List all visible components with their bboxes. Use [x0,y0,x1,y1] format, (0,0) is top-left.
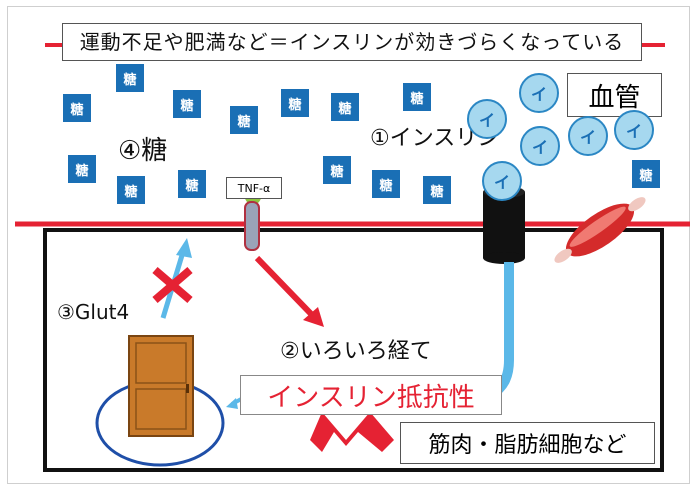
sugar-block: 糖 [173,90,201,118]
title-banner: 運動不足や肥満など＝インスリンが効きづらくなっている [62,23,642,61]
resistance-zigzag [310,412,394,452]
insulin-molecule: イ [520,126,560,166]
tnf-arrow [254,255,318,321]
cell-label: 筋肉・脂肪細胞など [400,422,655,464]
tnf-label: TNF-α [226,177,282,199]
insulin-molecule: イ [519,73,559,113]
sugar-block: 糖 [331,93,359,121]
sugar-block: 糖 [116,64,144,92]
insulin-receptor-base [483,252,525,264]
sugar-block: 糖 [403,83,431,111]
sugar-block: 糖 [632,160,660,188]
glut4-arrow-head [176,238,192,258]
arrow-to-door-head [226,398,238,409]
slide-frame [7,6,690,484]
tnf-receptor-stem [244,201,260,251]
tnf-arrow-head [303,307,324,327]
sugar-block: 糖 [372,170,400,198]
muscle-icon [554,197,646,263]
sugar-block: 糖 [281,89,309,117]
sugar-block: 糖 [178,170,206,198]
sugar-block: 糖 [63,94,91,122]
insulin-receptor [483,192,525,258]
pathway-label: ②いろいろ経て [280,339,432,364]
insulin-molecule: イ [482,161,522,201]
cell-outline [43,228,664,472]
sugar-label: ④糖 [118,136,168,166]
blood-vessel-label: 血管 [567,73,662,117]
sugar-block: 糖 [323,156,351,184]
sugar-block: 糖 [230,106,258,134]
block-x-b [152,266,193,304]
sugar-block: 糖 [117,176,145,204]
door-handle [186,384,189,393]
sugar-block: 糖 [423,176,451,204]
insulin-molecule: イ [568,116,608,156]
door-panel-top [135,342,187,384]
insulin-molecule: イ [467,99,507,139]
door-icon [128,335,194,437]
sugar-block: 糖 [68,155,96,183]
door-panel-bottom [135,388,187,430]
insulin-molecule: イ [614,110,654,150]
resistance-label: インスリン抵抗性 [240,375,502,415]
glut4-label: ③Glut4 [57,300,130,324]
